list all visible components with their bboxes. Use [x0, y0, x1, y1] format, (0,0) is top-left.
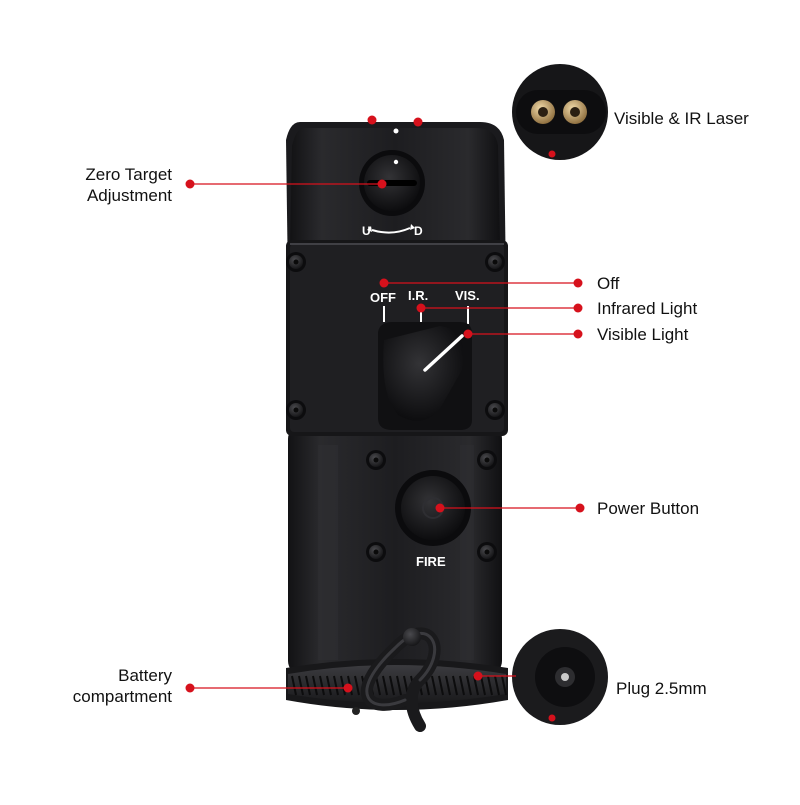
knurl-line: [354, 675, 360, 696]
label-battery-line2: compartment: [72, 687, 172, 706]
knurl-line: [431, 675, 437, 696]
knurl-line: [326, 675, 332, 696]
knurl-line: [501, 675, 507, 696]
marking-switch-vis: VIS.: [455, 288, 480, 303]
inset-plug: [512, 629, 608, 725]
callout-power-dot: [575, 503, 585, 513]
marking-up: U: [362, 224, 371, 238]
callout-zero-target-dot: [377, 179, 387, 189]
label-battery-line1: Battery: [118, 666, 172, 685]
label-off: Off: [597, 274, 620, 293]
label-visible-ir-laser: Visible & IR Laser: [614, 109, 749, 128]
callout-plug-dot: [473, 671, 483, 681]
marking-down: D: [414, 224, 423, 238]
knurl-line: [333, 675, 339, 696]
screw-socket: [492, 259, 498, 265]
label-plug: Plug 2.5mm: [616, 679, 707, 698]
callout-visible-dot: [463, 329, 473, 339]
callout-zero-target-dot: [185, 179, 195, 189]
lanyard-loop: [360, 627, 441, 732]
knurl-line: [305, 675, 311, 696]
callout-infrared-dot: [573, 303, 583, 313]
knurl-line: [389, 675, 395, 696]
label-visible-light: Visible Light: [597, 325, 689, 344]
screw-socket: [484, 549, 490, 555]
knurl-line: [298, 675, 304, 696]
knurl-line: [466, 675, 472, 696]
knurl-line: [459, 675, 465, 696]
inset-laser-apertures: [512, 64, 608, 160]
screw-socket: [373, 549, 379, 555]
callout-laser-inset-dot: [548, 150, 556, 158]
callout-laser-dot: [367, 115, 377, 125]
battery-cap: [286, 659, 508, 715]
label-zero-target: Zero Target Adjustment: [40, 164, 172, 206]
knurl-line: [319, 675, 325, 696]
knurl-line: [382, 675, 388, 696]
housing-screws: [286, 252, 505, 562]
knurl-line: [494, 675, 500, 696]
screw-socket: [293, 407, 299, 413]
knurl-line: [445, 675, 451, 696]
knurl-line: [312, 675, 318, 696]
label-battery: Battery compartment: [40, 665, 172, 707]
callout-infrared-dot: [416, 303, 426, 313]
label-zero-target-line1: Zero Target: [85, 165, 172, 184]
knurl-line: [438, 675, 444, 696]
knurl-line: [452, 675, 458, 696]
callout-off-dot: [379, 278, 389, 288]
knurl-line: [396, 675, 402, 696]
power-button: FIRE: [395, 470, 471, 569]
knurl-line: [473, 675, 479, 696]
knurl-line: [340, 675, 346, 696]
marking-switch-ir: I.R.: [408, 288, 428, 303]
screw-socket: [293, 259, 299, 265]
callout-laser-dot: [413, 117, 423, 127]
screw-socket: [373, 457, 379, 463]
callout-battery-dot: [343, 683, 353, 693]
screw-socket: [484, 457, 490, 463]
knurl-line: [291, 675, 297, 696]
marking-fire: FIRE: [416, 554, 446, 569]
knurl-line: [487, 675, 493, 696]
label-power-button: Power Button: [597, 499, 700, 518]
knurl-line: [480, 675, 486, 696]
callout-lines: [185, 115, 585, 722]
callout-battery-dot: [185, 683, 195, 693]
callout-off-dot: [573, 278, 583, 288]
marking-switch-off: OFF: [370, 290, 396, 305]
callout-power-dot: [435, 503, 445, 513]
zero-target-knob: U D: [359, 150, 425, 238]
label-infrared-light: Infrared Light: [597, 299, 698, 318]
screw-socket: [492, 407, 498, 413]
callout-plug-inset-dot: [548, 714, 556, 722]
callout-visible-dot: [573, 329, 583, 339]
label-zero-target-line2: Adjustment: [86, 186, 172, 205]
mode-switch: OFF I.R. VIS.: [370, 288, 480, 430]
